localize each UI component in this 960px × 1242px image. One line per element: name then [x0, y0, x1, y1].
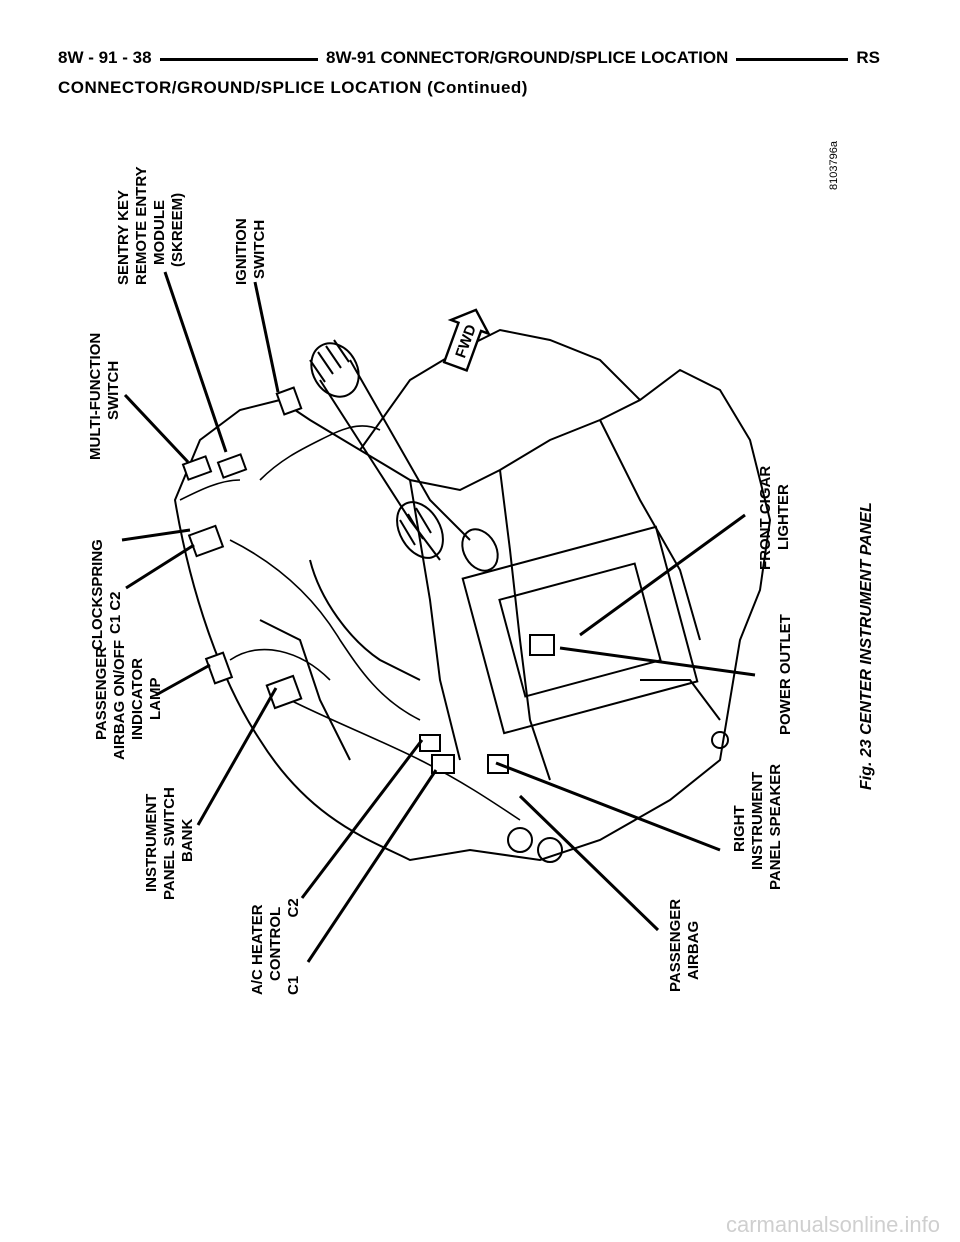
- sentry-key-line4: (SKREEM): [169, 193, 186, 267]
- figure-caption: Fig. 23 CENTER INSTRUMENT PANEL: [858, 502, 875, 790]
- multi-function-line2: SWITCH: [105, 361, 122, 420]
- page-number: 8W - 91 - 38: [58, 48, 160, 68]
- clockspring-line2: C1 C2: [107, 591, 124, 634]
- callout-passenger-airbag-lamp: PASSENGER AIRBAG ON/OFF INDICATOR LAMP: [93, 640, 164, 760]
- callout-passenger-airbag: PASSENGER AIRBAG: [667, 899, 702, 992]
- callout-power-outlet: POWER OUTLET: [777, 614, 794, 735]
- page-header: 8W - 91 - 38 8W-91 CONNECTOR/GROUND/SPLI…: [58, 48, 880, 72]
- power-outlet-label: POWER OUTLET: [777, 614, 794, 735]
- dashboard-outline: [173, 328, 772, 863]
- speaker-line1: RIGHT: [731, 805, 748, 852]
- callout-sentry-key: SENTRY KEY REMOTE ENTRY MODULE (SKREEM): [115, 166, 186, 285]
- ignition-line1: IGNITION: [233, 218, 250, 285]
- callout-front-cigar-lighter: FRONT CIGAR LIGHTER: [757, 466, 792, 570]
- ac-heater-line1: A/C HEATER: [249, 904, 266, 995]
- ip-switch-line3: BANK: [179, 819, 196, 862]
- watermark: carmanualsonline.info: [725, 1212, 940, 1237]
- multi-function-line1: MULTI-FUNCTION: [87, 333, 104, 460]
- sentry-key-line3: MODULE: [151, 200, 168, 265]
- callout-ac-heater-control: A/C HEATER CONTROL C1 C2: [249, 898, 302, 995]
- pab-lamp-line3: INDICATOR: [129, 658, 146, 740]
- callout-right-ip-speaker: RIGHT INSTRUMENT PANEL SPEAKER: [731, 764, 784, 890]
- callout-instrument-panel-switch-bank: INSTRUMENT PANEL SWITCH BANK: [143, 787, 196, 900]
- instrument-panel-diagram: FWD SENTRY KEY REMOTE ENTRY MODULE (SKRE…: [87, 166, 794, 995]
- vehicle-code: RS: [848, 48, 880, 68]
- continued-heading: CONNECTOR/GROUND/SPLICE LOCATION (Contin…: [58, 78, 528, 97]
- ac-heater-line2: CONTROL: [267, 907, 284, 981]
- cigar-line2: LIGHTER: [775, 484, 792, 550]
- speaker-line3: PANEL SPEAKER: [767, 764, 784, 890]
- sentry-key-line1: SENTRY KEY: [115, 190, 132, 285]
- sentry-key-line2: REMOTE ENTRY: [133, 166, 150, 285]
- ip-switch-line1: INSTRUMENT: [143, 794, 160, 892]
- leader-lines: [121, 271, 756, 963]
- connectors: [181, 386, 555, 774]
- callout-clockspring: CLOCKSPRING C1 C2: [89, 539, 124, 650]
- fwd-arrow-icon: FWD: [442, 308, 492, 372]
- ip-switch-line2: PANEL SWITCH: [161, 787, 178, 900]
- cigar-line1: FRONT CIGAR: [757, 466, 774, 570]
- wiring-harness: [179, 425, 521, 821]
- ignition-line2: SWITCH: [251, 220, 268, 279]
- pab-lamp-line1: PASSENGER: [93, 647, 110, 740]
- callout-multi-function-switch: MULTI-FUNCTION SWITCH: [87, 333, 122, 460]
- pab-lamp-line2: AIRBAG ON/OFF: [111, 640, 128, 760]
- speaker-line2: INSTRUMENT: [749, 772, 766, 870]
- section-title: 8W-91 CONNECTOR/GROUND/SPLICE LOCATION: [318, 48, 737, 68]
- pab-line2: AIRBAG: [685, 921, 702, 980]
- pab-line1: PASSENGER: [667, 899, 684, 992]
- ac-heater-line3: C1 C2: [285, 898, 302, 995]
- callout-ignition-switch: IGNITION SWITCH: [233, 218, 268, 285]
- pab-lamp-line4: LAMP: [147, 678, 164, 721]
- steering-column: [309, 339, 499, 572]
- clockspring-line1: CLOCKSPRING: [89, 539, 106, 650]
